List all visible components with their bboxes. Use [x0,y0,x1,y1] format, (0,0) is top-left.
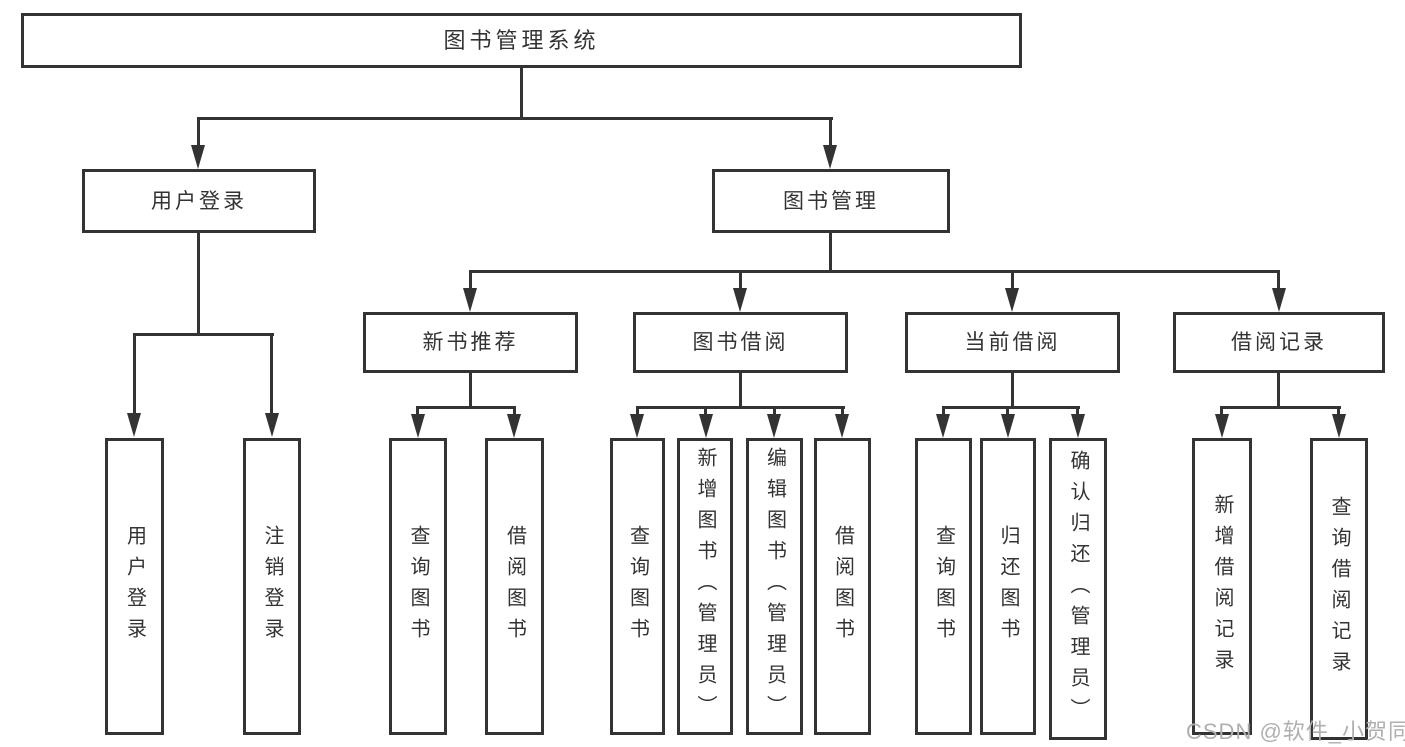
connector-line [1337,406,1340,416]
leaf-query-books-recommend: 查询图书 [389,438,447,735]
connector-line [1277,270,1280,292]
node-label: 归还图书 [997,524,1019,649]
arrowhead-icon [835,414,849,438]
connector-line [520,68,523,120]
connector-line [513,406,516,416]
node-book-management: 图书管理 [712,169,950,233]
leaf-borrow-books: 借阅图书 [814,438,871,735]
node-book-borrow: 图书借阅 [633,312,848,373]
node-label: 新书推荐 [422,331,519,354]
connector-line [1006,406,1009,416]
connector-line [416,406,516,409]
node-label: 编辑图书（管理员） [763,447,786,726]
connector-line [270,333,273,413]
arrowhead-icon [1001,414,1015,438]
arrowhead-icon [699,414,713,438]
leaf-return-book: 归还图书 [980,438,1036,735]
node-label: 查询图书 [407,524,429,649]
node-user-login-branch: 用户登录 [82,169,316,233]
arrowhead-icon [733,288,747,312]
connector-line [739,373,742,409]
node-label: 借阅图书 [503,524,526,649]
connector-line [1220,406,1341,409]
connector-line [197,117,200,149]
arrowhead-icon [265,413,279,437]
leaf-query-books-borrow: 查询图书 [610,438,665,735]
arrowhead-icon [630,414,644,438]
node-new-book-recommend: 新书推荐 [363,312,578,373]
connector-line [1011,270,1014,292]
arrowhead-icon [1215,414,1229,438]
arrowhead-icon [507,414,521,438]
arrowhead-icon [127,413,141,437]
arrowhead-icon [823,145,837,169]
node-borrow-records: 借阅记录 [1173,312,1385,373]
connector-line [942,406,945,416]
connector-line [841,406,844,416]
arrowhead-icon [411,414,425,438]
connector-line [197,233,200,335]
watermark-text: CSDN @软件_小贺同学 [1186,719,1405,744]
arrowhead-icon [1005,288,1019,312]
node-label: 图书管理系统 [443,27,600,53]
leaf-edit-book-admin: 编辑图书（管理员） [746,438,803,735]
leaf-logout: 注销登录 [243,438,301,735]
node-label: 用户登录 [151,189,247,213]
node-current-borrow: 当前借阅 [905,312,1120,373]
arrowhead-icon [936,414,950,438]
leaf-query-books-current: 查询图书 [915,438,972,735]
arrowhead-icon [191,145,205,169]
connector-line [1220,406,1223,416]
leaf-confirm-return-admin: 确认归还（管理员） [1049,438,1107,740]
connector-line [1076,406,1079,416]
leaf-add-borrow-record: 新增借阅记录 [1192,438,1252,735]
connector-line [416,406,419,416]
connector-line [636,406,639,416]
connector-line [942,406,1080,409]
connector-line [829,117,832,149]
connector-line [197,117,833,120]
node-label: 新增图书（管理员） [694,447,716,726]
connector-line [1277,373,1280,409]
node-label: 确认归还（管理员） [1067,449,1089,729]
node-label: 查询图书 [626,524,649,649]
node-label: 图书借阅 [692,331,789,354]
node-label: 新增借阅记录 [1211,493,1233,680]
node-label: 图书管理 [783,189,879,213]
arrowhead-icon [1272,288,1286,312]
connector-line [133,333,136,413]
node-label: 用户登录 [123,524,146,649]
node-library-system: 图书管理系统 [21,13,1022,68]
connector-line [704,406,707,416]
leaf-user-login: 用户登录 [105,438,164,735]
connector-line [133,333,274,336]
arrowhead-icon [1071,414,1085,438]
connector-line [829,233,832,273]
connector-line [1011,373,1014,409]
node-label: 当前借阅 [964,331,1061,354]
node-label: 借阅记录 [1231,331,1327,354]
connector-line [469,270,1280,273]
node-label: 查询图书 [932,524,955,649]
connector-line [469,373,472,409]
connector-line [739,270,742,292]
leaf-query-borrow-record: 查询借阅记录 [1310,438,1368,740]
arrowhead-icon [463,288,477,312]
node-label: 注销登录 [261,524,283,649]
connector-line [636,406,845,409]
arrowhead-icon [767,414,781,438]
node-label: 借阅图书 [831,524,854,649]
leaf-add-book-admin: 新增图书（管理员） [677,438,733,735]
arrowhead-icon [1332,414,1346,438]
node-label: 查询借阅记录 [1328,496,1350,682]
leaf-borrow-books-recommend: 借阅图书 [485,438,544,735]
connector-line [773,406,776,416]
connector-line [469,270,472,292]
